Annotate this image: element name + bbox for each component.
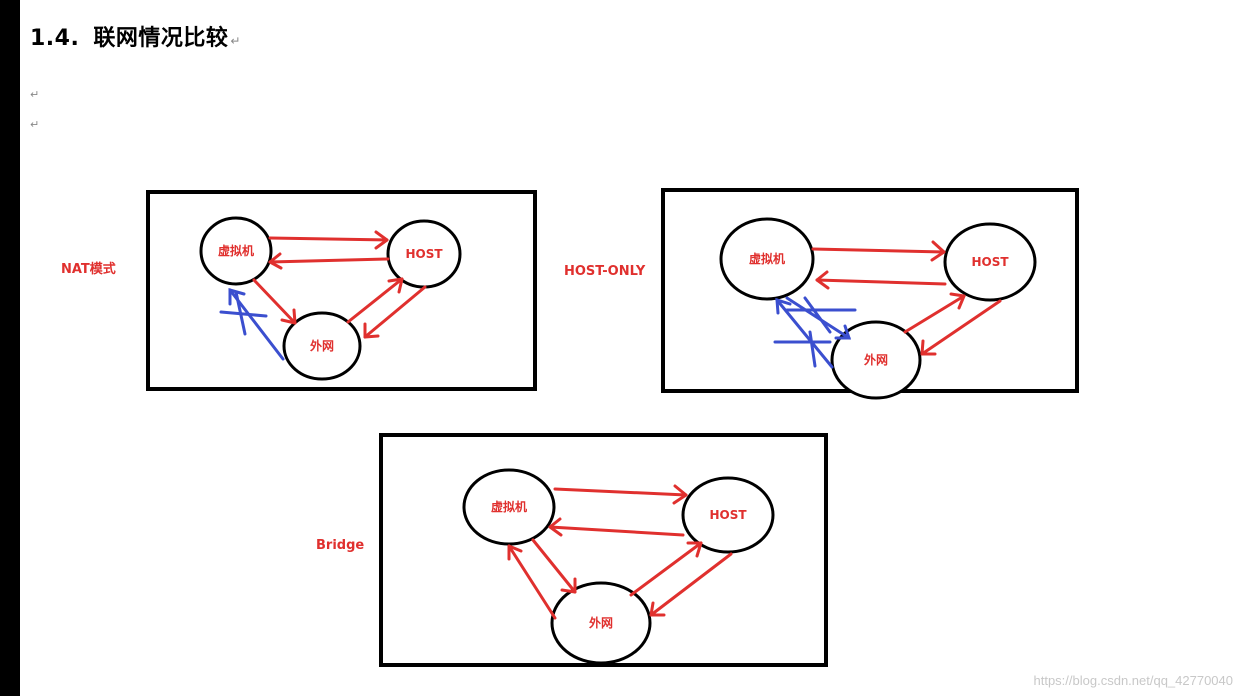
blocked-cross-2 xyxy=(803,296,832,334)
nat-diagram: 虚拟机 HOST 外网 xyxy=(146,190,537,391)
arrow-host-to-internet xyxy=(649,552,733,617)
section-number: 1.4. xyxy=(30,26,80,51)
blocked-cross-horizontal xyxy=(219,310,268,318)
host-node-label: HOST xyxy=(405,247,443,261)
arrow-host-to-vm xyxy=(548,525,685,537)
host-node-label: HOST xyxy=(709,508,747,522)
vm-node xyxy=(199,216,273,286)
vm-node xyxy=(462,468,556,546)
empty-paragraph-1: ↵ xyxy=(30,89,40,101)
bridge-diagram-drawing: 虚拟机 HOST 外网 xyxy=(462,468,775,665)
arrowhead-internet-to-vm xyxy=(507,544,523,561)
paragraph-mark: ↵ xyxy=(230,34,241,48)
bridge-diagram: 虚拟机 HOST 外网 xyxy=(379,433,828,667)
empty-paragraph-2: ↵ xyxy=(30,119,40,131)
arrow-vm-to-host xyxy=(268,236,389,242)
left-margin-bar xyxy=(0,0,20,696)
blocked-arrowhead-vm-to-internet xyxy=(834,324,852,340)
nat-mode-label: NAT模式 xyxy=(61,262,116,277)
arrow-internet-to-vm xyxy=(507,544,557,620)
section-title: 联网情况比较 xyxy=(93,26,229,51)
internet-node xyxy=(830,320,922,400)
host-node xyxy=(943,222,1037,302)
section-heading: 1.4. 联网情况比较↵ xyxy=(30,20,241,52)
vm-node-label: 虚拟机 xyxy=(218,243,254,258)
internet-node xyxy=(282,311,362,381)
internet-node-label: 外网 xyxy=(589,615,613,630)
nat-diagram-drawing: 虚拟机 HOST 外网 xyxy=(199,216,462,381)
arrow-vm-to-host xyxy=(811,247,946,254)
arrow-vm-to-host xyxy=(553,487,688,497)
arrowhead-vm-to-host xyxy=(930,240,946,262)
blocked-arrowhead xyxy=(228,288,246,306)
vm-node xyxy=(719,217,815,301)
vm-node-label: 虚拟机 xyxy=(749,251,785,266)
host-only-diagram-drawing: 虚拟机 HOST 外网 xyxy=(719,217,1037,400)
arrowhead-internet-to-host xyxy=(686,541,703,558)
arrow-vm-to-internet xyxy=(531,538,577,594)
arrow-internet-to-host xyxy=(629,541,703,597)
arrowhead-host-to-internet xyxy=(363,322,380,339)
blocked-cross-diagonal xyxy=(234,290,247,336)
arrowhead-vm-to-host xyxy=(672,484,688,505)
arrowhead-host-to-vm xyxy=(268,252,283,270)
vm-node-label: 虚拟机 xyxy=(491,499,527,514)
host-only-diagram: 虚拟机 HOST 外网 xyxy=(661,188,1079,400)
arrow-vm-to-internet xyxy=(252,278,297,325)
arrowhead-vm-to-internet xyxy=(280,308,297,325)
host-only-mode-label: HOST-ONLY xyxy=(564,264,646,279)
arrowhead-host-to-vm xyxy=(815,270,830,290)
arrow-host-to-vm xyxy=(815,278,947,286)
arrowhead-internet-to-host xyxy=(949,292,966,310)
bridge-mode-label: Bridge xyxy=(316,538,365,553)
internet-node-label: 外网 xyxy=(310,338,334,353)
arrowhead-vm-to-host xyxy=(374,230,389,250)
arrowhead-vm-to-internet xyxy=(560,577,577,594)
arrow-internet-to-host xyxy=(346,277,404,324)
blocked-arrowhead-internet-to-vm xyxy=(775,297,792,315)
watermark: https://blog.csdn.net/qq_42770040 xyxy=(1033,673,1234,688)
arrow-host-to-internet xyxy=(363,285,427,339)
blocked-cross-4 xyxy=(808,330,817,368)
internet-node-label: 外网 xyxy=(864,352,888,367)
arrowhead-host-to-internet xyxy=(920,339,937,356)
arrow-host-to-internet xyxy=(920,299,1002,356)
arrow-internet-to-host xyxy=(903,294,966,334)
host-node xyxy=(681,476,775,554)
arrowhead-internet-to-host xyxy=(387,277,404,294)
internet-node xyxy=(550,581,652,665)
arrowhead-host-to-internet xyxy=(649,601,666,617)
arrowhead-host-to-vm xyxy=(548,517,563,537)
host-node-label: HOST xyxy=(971,255,1009,269)
arrow-host-to-vm xyxy=(268,257,390,264)
